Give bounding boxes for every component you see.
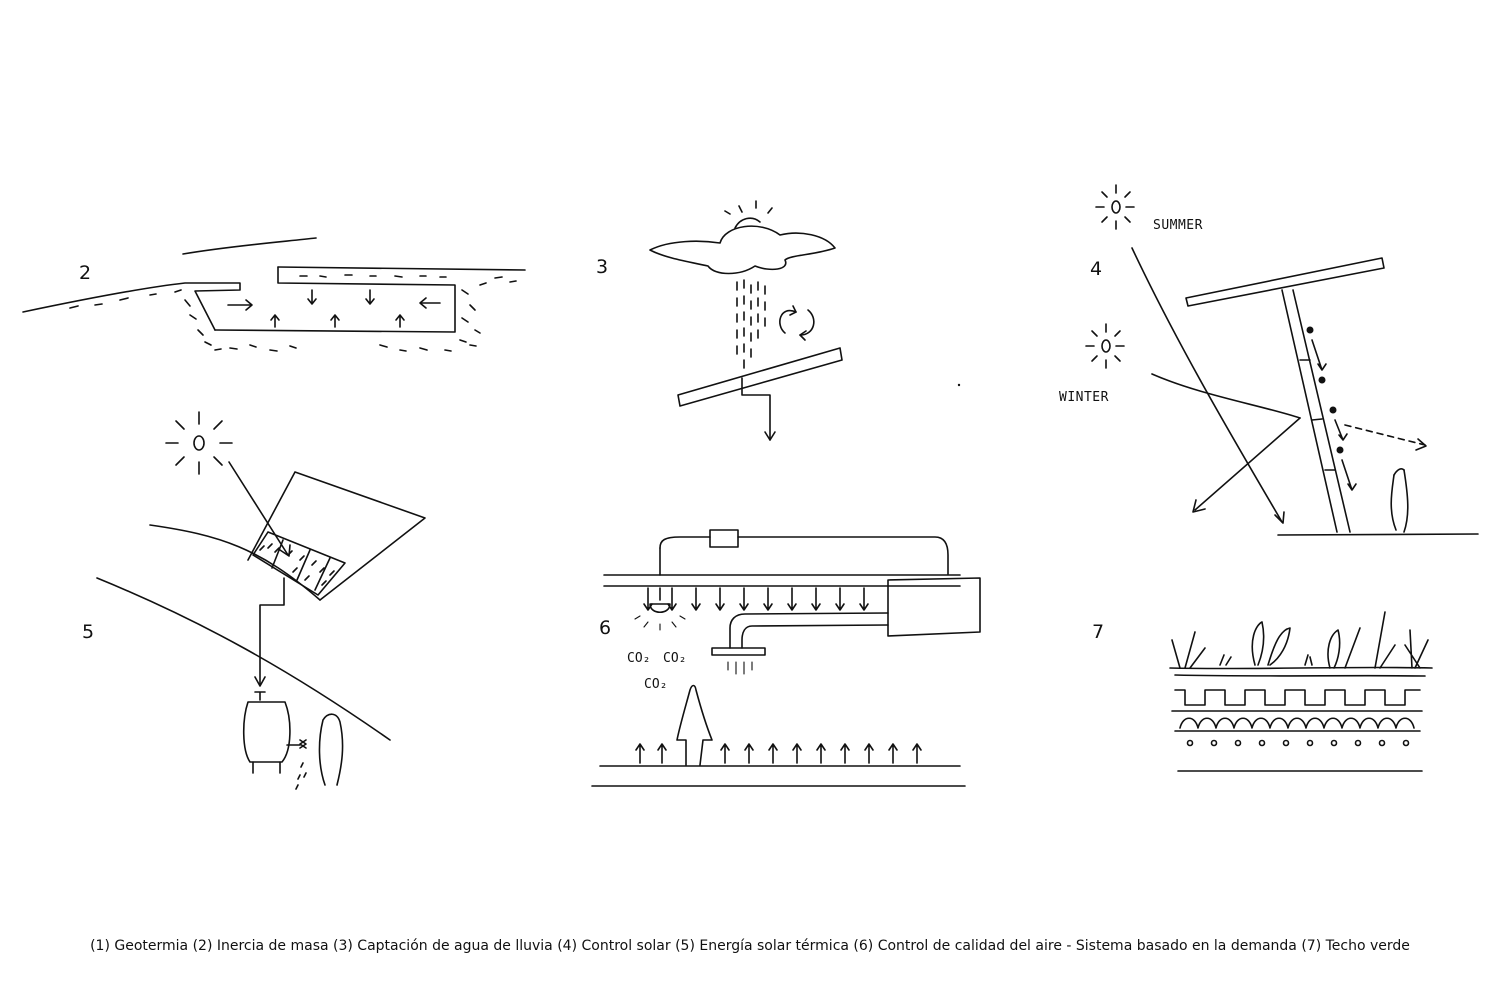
diagram-number-4: 4 xyxy=(1090,258,1103,280)
diagram-number-6: 6 xyxy=(599,617,612,639)
summer-label: SUMMER xyxy=(1153,218,1203,233)
winter-label: WINTER xyxy=(1059,390,1109,405)
figure-caption: (1) Geotermia (2) Inercia de masa (3) Ca… xyxy=(90,938,1410,954)
co2-label: CO₂ xyxy=(627,651,651,666)
diagram-number-2: 2 xyxy=(79,262,92,284)
co2-label: CO₂ xyxy=(663,651,687,666)
diagram-number-3: 3 xyxy=(596,256,609,278)
co2-label: CO₂ xyxy=(644,677,668,692)
diagram-number-5: 5 xyxy=(82,621,95,643)
diagram-number-7: 7 xyxy=(1092,621,1105,643)
